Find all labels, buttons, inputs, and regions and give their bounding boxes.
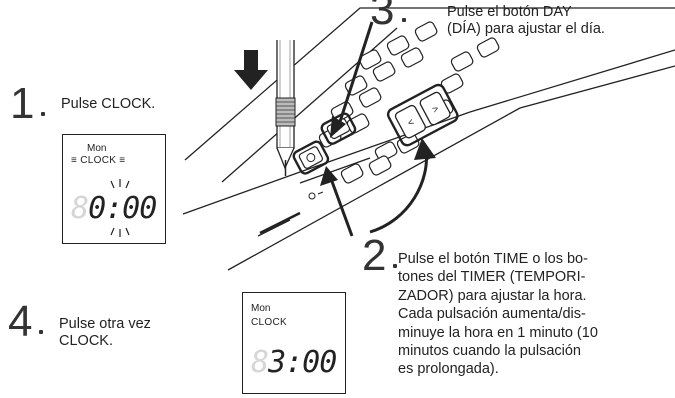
display-4-label: CLOCK — [251, 317, 287, 328]
step-1: 1 Pulse CLOCK. — [10, 82, 190, 126]
step-2: 2 Pulse el botón TIME o los bo- tones de… — [362, 234, 672, 398]
step-3-number: 3 — [370, 0, 395, 34]
svg-text:<: < — [406, 117, 416, 130]
blink-rays-top — [110, 179, 130, 189]
display-1-label-text: CLOCK — [80, 155, 117, 166]
step-2-text: Pulse el botón TIME o los bo- tones del … — [398, 251, 598, 378]
display-1-day: Mon — [87, 143, 107, 154]
step-4-number: 4 — [8, 297, 33, 346]
clock-button[interactable] — [292, 140, 330, 175]
display-4-digits: 83:00 — [251, 345, 337, 380]
step-4-dot — [39, 330, 43, 334]
step-1-dot — [41, 112, 45, 116]
display-4-ghost-digit: 8 — [251, 345, 269, 380]
step-3-dot — [402, 18, 406, 22]
step-2-number: 2 — [362, 231, 387, 280]
display-1-label: ≡ CLOCK ≡ — [71, 155, 125, 166]
display-1-time: 0:00 — [88, 191, 157, 226]
display-1-digits: 80:00 — [71, 191, 157, 226]
step-3: 3 Pulse el botón DAY (DÍA) para ajustar … — [370, 0, 670, 50]
blink-rays-bottom — [110, 227, 130, 237]
step-1-text: Pulse CLOCK. — [61, 96, 156, 112]
blink-marks-left: ≡ — [71, 155, 78, 166]
clock-display-1: Mon ≡ CLOCK ≡ 80:00 — [62, 134, 166, 244]
pen-stylus-icon — [275, 40, 296, 176]
display-4-day: Mon — [251, 303, 271, 314]
display-1-ghost-digit: 8 — [71, 191, 89, 226]
blink-marks-right: ≡ — [119, 155, 126, 166]
step-2-dot — [393, 264, 397, 268]
svg-text:>: > — [431, 104, 441, 117]
time-buttons[interactable]: < > — [386, 83, 460, 147]
step-4: 4 Pulse otra vez CLOCK. — [8, 300, 208, 350]
down-arrow-icon — [234, 50, 268, 90]
step-1-number: 1 — [10, 79, 35, 128]
step-4-text: Pulse otra vez CLOCK. — [59, 316, 151, 349]
clock-display-4: Mon CLOCK 83:00 — [242, 292, 346, 394]
step-3-text: Pulse el botón DAY (DÍA) para ajustar el… — [447, 4, 605, 37]
display-4-time: 3:00 — [268, 345, 337, 380]
